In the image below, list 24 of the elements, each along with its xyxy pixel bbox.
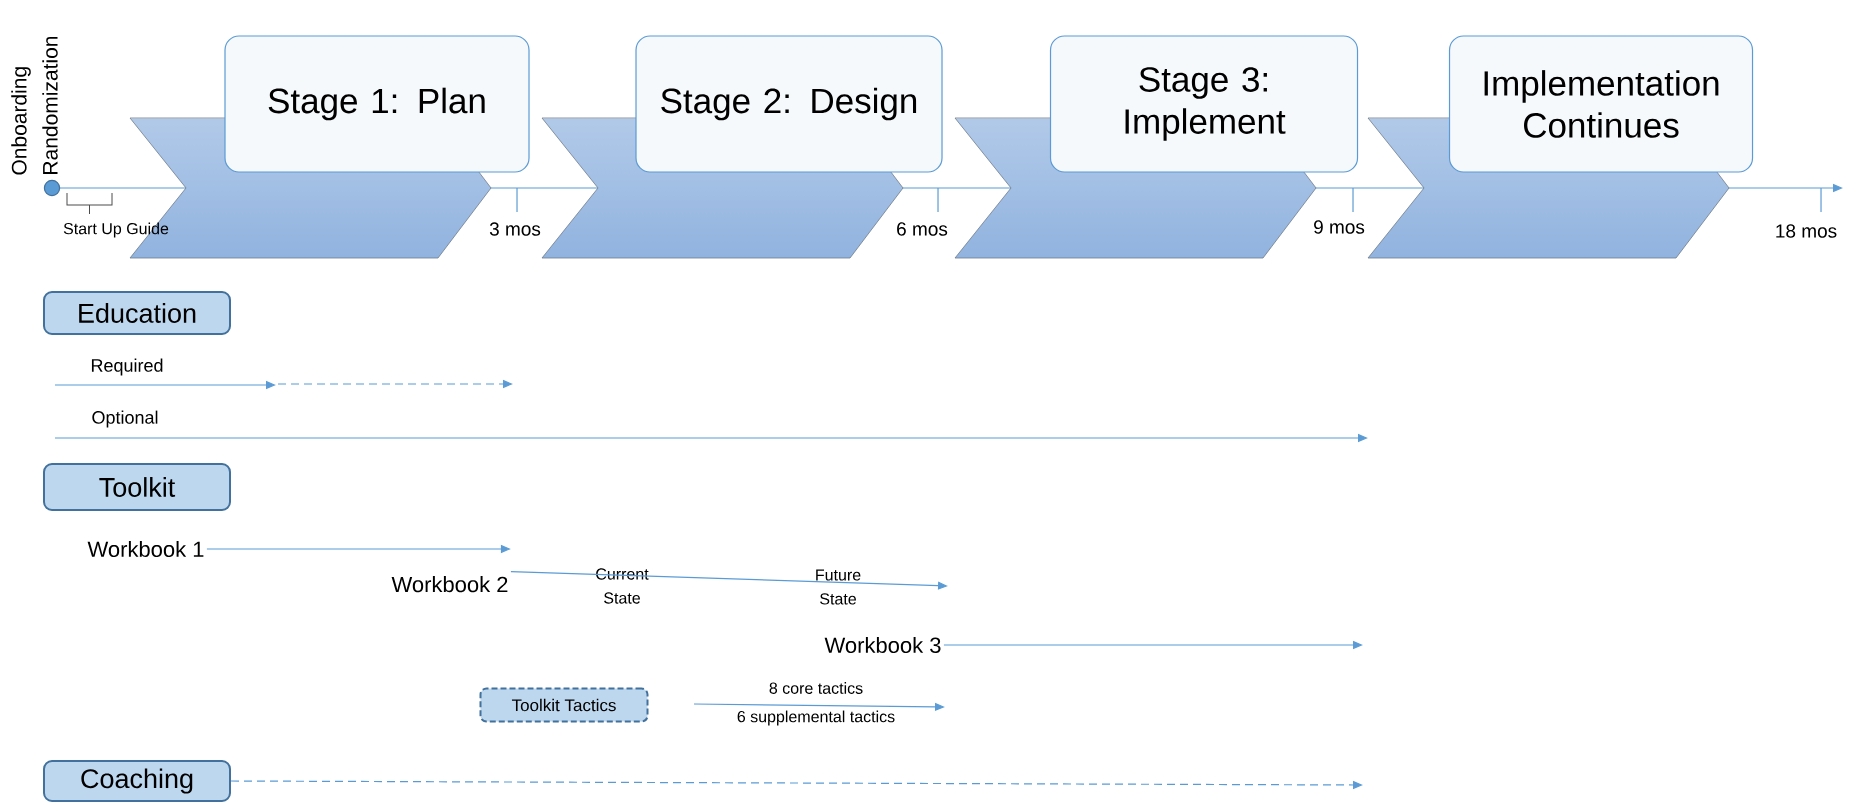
text-label: Required <box>91 358 163 376</box>
rotated-label: Onboarding <box>11 67 31 175</box>
bracket-label: Start Up Guide <box>63 222 169 238</box>
workbook-label: Workbook 3 <box>824 636 941 654</box>
rotated-label: Randomization <box>42 36 58 174</box>
text-label: Current State <box>596 568 649 604</box>
category-box: Coaching <box>43 760 231 802</box>
tick-label: 9 mos <box>1314 220 1365 234</box>
tick-label: 6 mos <box>897 222 948 236</box>
tactics-box: Toolkit Tactics <box>479 687 649 723</box>
text-label: 8 core tactics <box>769 682 863 694</box>
stage-box: Implementation Continues <box>1448 35 1754 173</box>
text-label: Optional <box>92 410 158 428</box>
text-label: Future State <box>816 569 861 605</box>
workbook-label: Workbook 2 <box>391 576 508 593</box>
category-box: Education <box>43 291 231 335</box>
tick-label: 18 mos <box>1776 224 1837 238</box>
category-box: Toolkit <box>43 463 231 511</box>
text-label: 6 supplemental tactics <box>737 710 895 726</box>
stage-box: Stage 1: Plan <box>224 35 530 173</box>
stage-box: Stage 2: Design <box>635 35 943 173</box>
workbook-label: Workbook 1 <box>87 540 204 558</box>
tick-label: 3 mos <box>489 222 541 236</box>
stage-box: Stage 3: Implement <box>1049 35 1359 173</box>
